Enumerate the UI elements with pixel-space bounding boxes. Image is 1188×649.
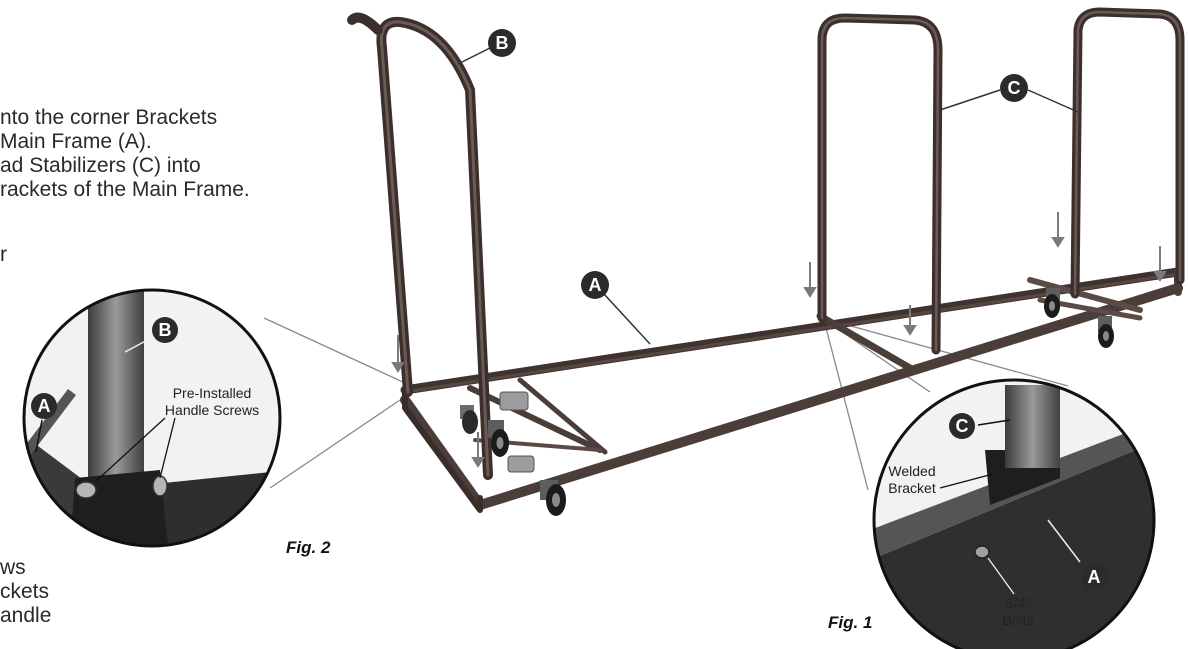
caster-wheel-rear-left-2 [460,405,478,434]
fig1-badge-c: C [956,416,969,436]
caster-wheels [460,288,1114,516]
instruction-line-1: nto the corner Brackets [0,106,218,129]
instruction-line-6: ws [0,556,26,579]
fig1-zoom: Welded Bracket 3/4" Bolts C A [872,378,1156,649]
fig1-caption: Fig. 1 [828,613,872,632]
badge-c-main: C [939,74,1079,113]
badge-b-main: B [457,29,516,65]
caster-wheel-rear-left-1 [488,420,509,457]
fig1-bracket-label-line2: Bracket [888,480,936,496]
arrow-handle-right [471,432,485,468]
badge-a-main-text: A [589,275,602,295]
fig1-bracket-label-line1: Welded [888,463,935,479]
instruction-line-4: rackets of the Main Frame. [0,178,250,201]
fig2-badge-b: B [159,320,172,340]
fig1-badge-a: A [1088,567,1101,587]
arrow-stabilizer-2 [903,305,917,336]
zoom-leader-lines [263,317,1069,491]
fig2-screws-label-line1: Pre-Installed [173,385,252,401]
handle-b [347,12,493,480]
badge-b-main-text: B [496,33,509,53]
fig2-screws-label-line2: Handle Screws [165,402,259,418]
instruction-line-8: andle [0,604,52,627]
instruction-line-7: ckets [0,580,50,603]
caster-swivel-plate-left [499,391,535,473]
instruction-line-2: Main Frame (A). [0,130,152,153]
fig1-bolts-label-line2: Bolts [1002,612,1033,628]
caster-wheel-right-2 [1044,288,1060,318]
fig1-bolts-label-line1: 3/4" [1006,595,1030,611]
insertion-arrows [391,212,1167,468]
caster-wheel-right-1 [1098,316,1114,348]
fig2-badge-a: A [38,396,51,416]
caster-wheel-front-left [540,480,566,516]
instruction-line-5: r [0,243,7,266]
arrow-stabilizer-1 [803,262,817,298]
fig2-caption: Fig. 2 [286,538,331,557]
badge-c-main-text: C [1008,78,1021,98]
badge-a-main: A [581,271,651,345]
arrow-stabilizer-3 [1051,212,1065,248]
stabilizer-c-middle [817,13,943,355]
arrow-stabilizer-4 [1153,246,1167,282]
arrow-handle-left [391,335,405,373]
stabilizer-c-right [1070,7,1185,299]
instruction-line-3: ad Stabilizers (C) into [0,154,201,177]
fig2-zoom: Pre-Installed Handle Screws B A [22,288,282,548]
